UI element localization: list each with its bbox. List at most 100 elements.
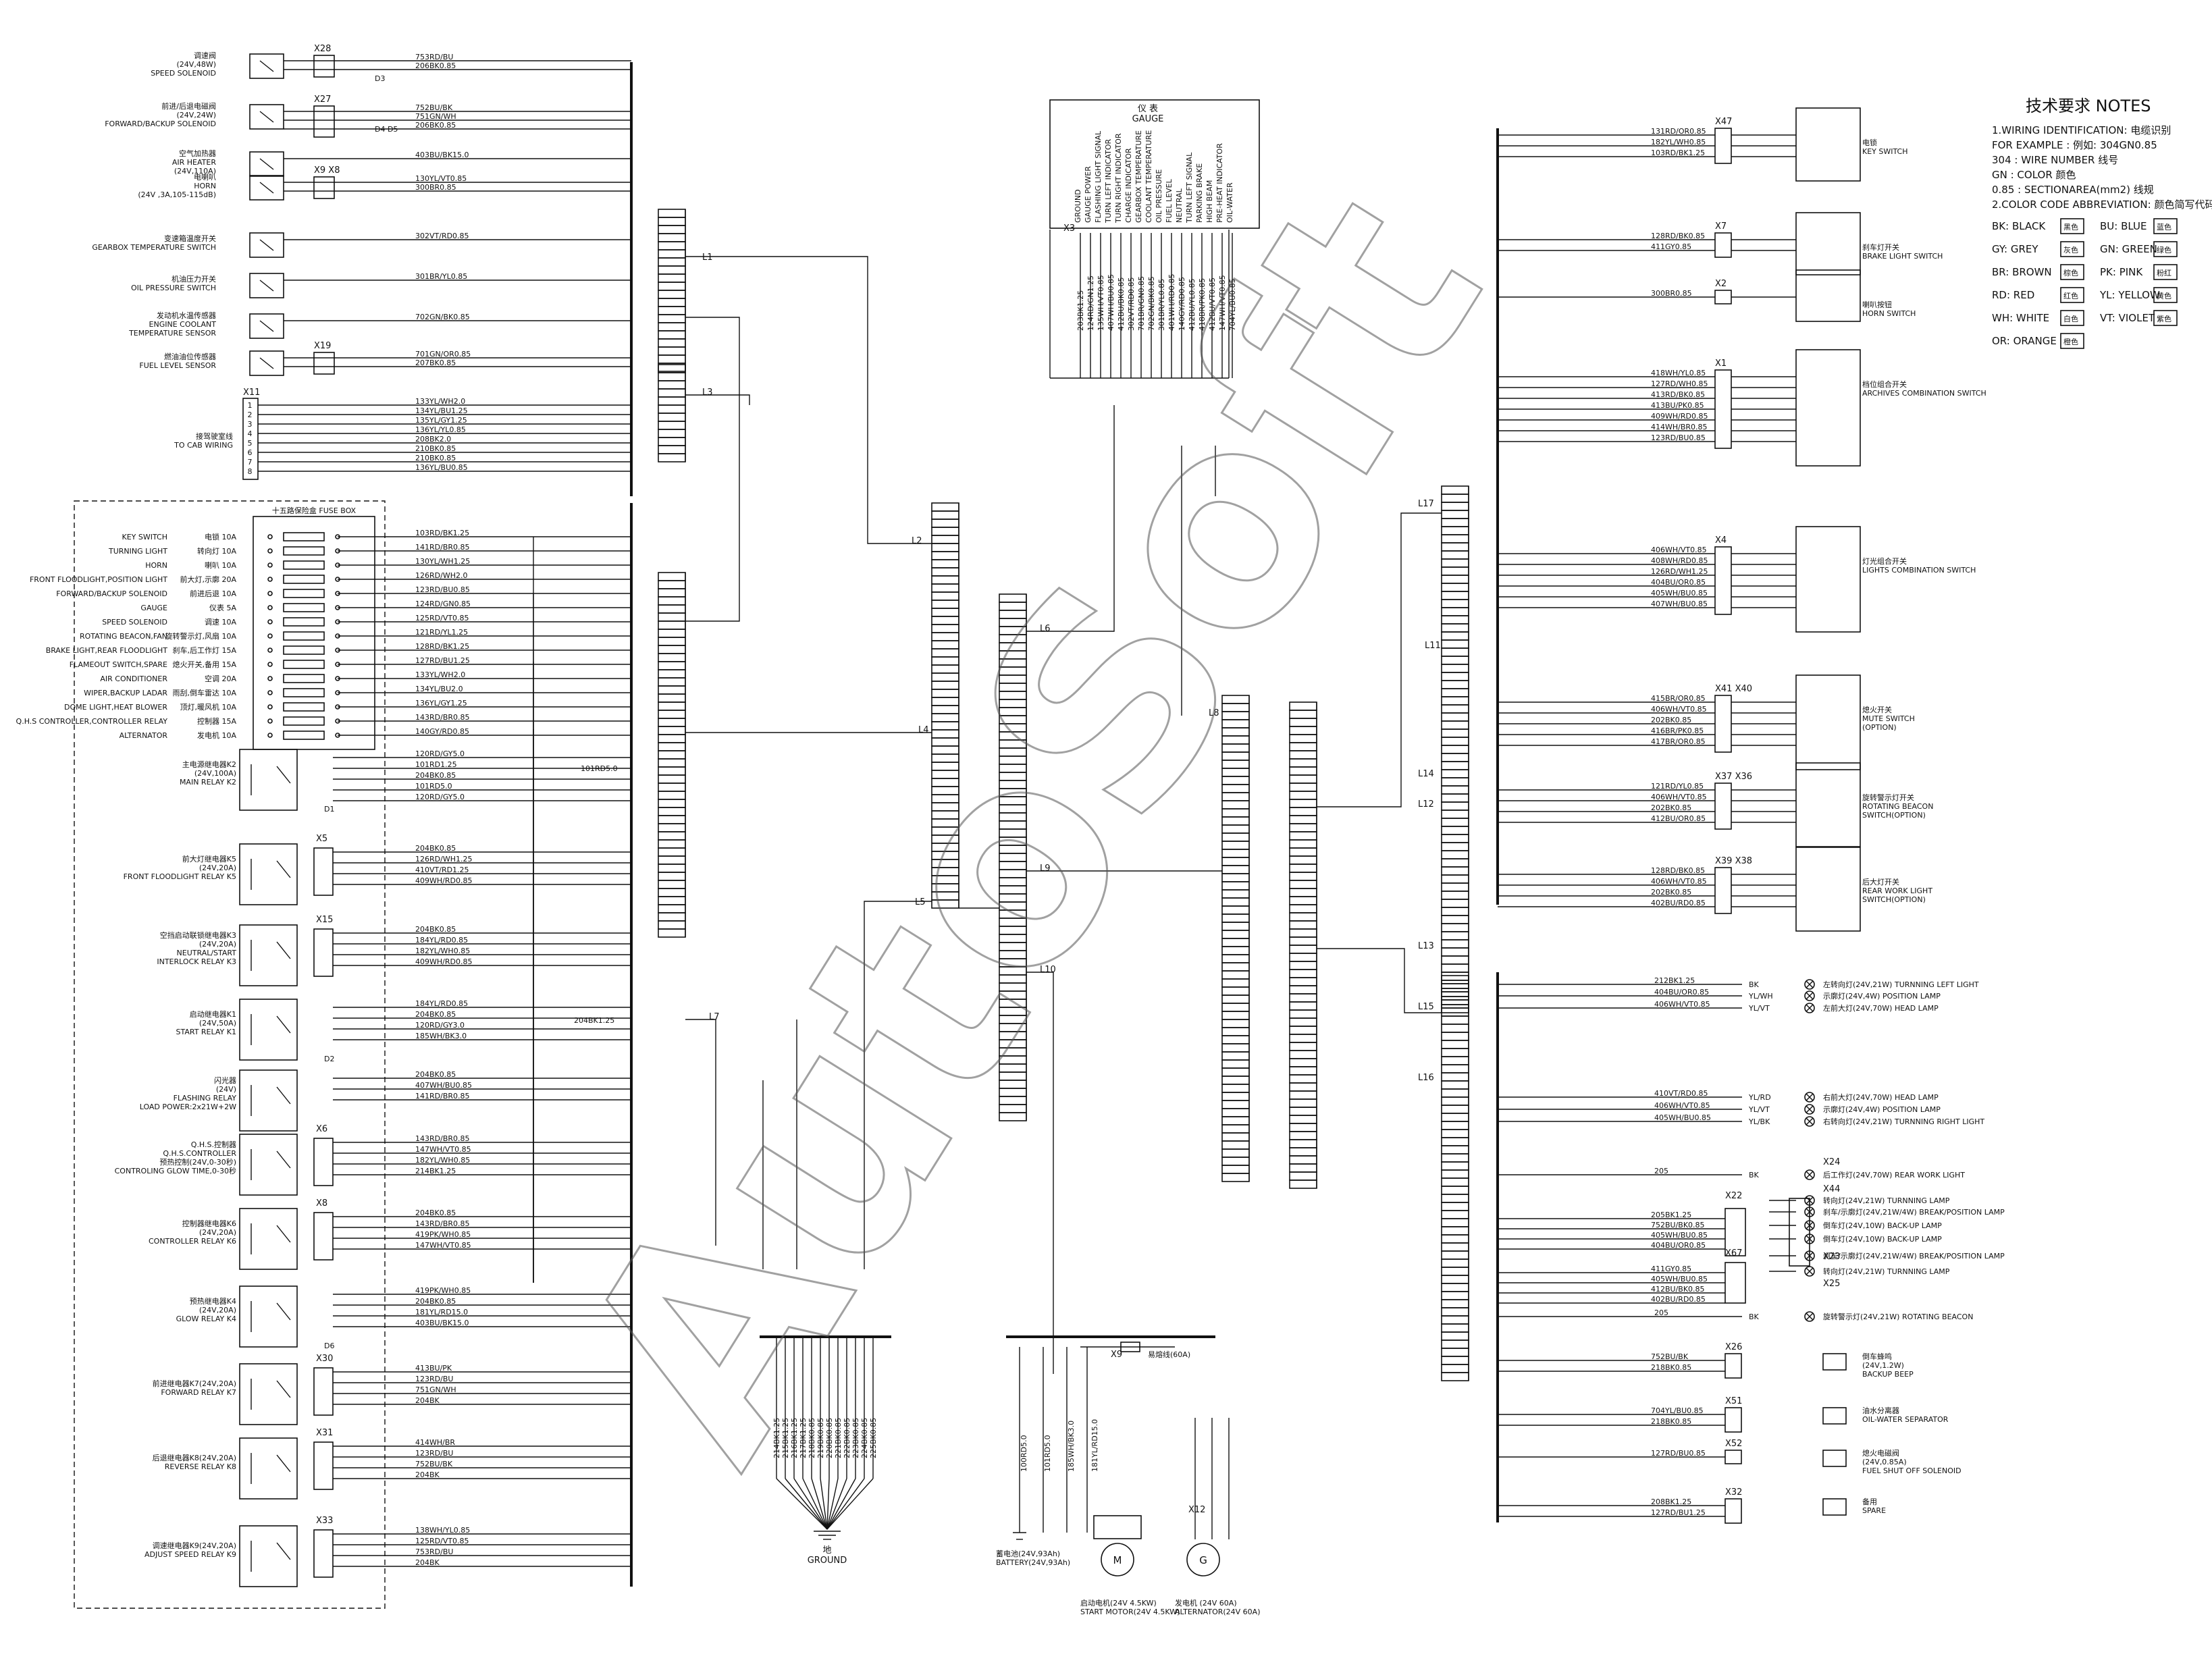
fuse-label: GAUGE: [140, 604, 167, 612]
relay-box: [239, 749, 298, 811]
terminal-cell: [1441, 1080, 1469, 1090]
terminal-cell: [1441, 1372, 1469, 1381]
connector-box: [313, 1367, 334, 1416]
wire-label: 417BR/OR0.85: [1651, 737, 1706, 746]
wire-label: 208BK2.0: [415, 435, 451, 444]
terminal-cell: [1221, 1140, 1250, 1150]
gauge-signal: TURN LEFT INDICATOR: [1104, 139, 1113, 223]
fuse-label: KEY SWITCH: [122, 533, 167, 541]
harness-label: L14: [1418, 769, 1434, 779]
terminal-cell: [1441, 1024, 1469, 1033]
lamp-label: 后工作灯(24V,70W) REAR WORK LIGHT: [1823, 1171, 1965, 1179]
connector-id: X2: [1715, 279, 1727, 289]
terminal-cell: [658, 742, 686, 751]
switch-symbol: [1795, 212, 1861, 275]
fuse-pin: [267, 733, 273, 738]
connector-box: [1724, 1407, 1742, 1433]
device-label: 熄火电磁阀(24V,0.85A)FUEL SHUT OFF SOLENOID: [1862, 1448, 1961, 1475]
terminal-cell: [1441, 575, 1469, 584]
gauge-signal: HIGH BEAM: [1205, 180, 1214, 223]
wire-label: 140GY/RD0.85: [1178, 277, 1186, 331]
wire-label: 135WH/VT0.85: [1097, 275, 1105, 331]
ground-converge: [793, 1478, 828, 1530]
wire-label: 204BK0.85: [415, 1209, 456, 1217]
wire-label: 131RD/OR0.85: [1651, 127, 1706, 136]
alternator: [1186, 1543, 1220, 1576]
terminal-cell: [1441, 785, 1469, 795]
fuse-label: TURNING LIGHT: [108, 547, 167, 556]
component-symbol-mark: [259, 182, 274, 194]
terminal-cell: [658, 783, 686, 792]
fuse-label: AIR CONDITIONER: [100, 674, 167, 683]
terminal-cell: [1289, 799, 1317, 808]
diode-label: D1: [324, 805, 334, 814]
notes-line: 0.85 : SECTIONAREA(mm2) 线规: [1992, 184, 2154, 196]
connector-box: [313, 55, 335, 78]
wire-label: 123RD/BU0.85: [1651, 433, 1706, 442]
fuse-pin: [267, 676, 273, 681]
starter-label: 启动电机(24V 4.5KW)START MOTOR(24V 4.5KW): [1080, 1598, 1180, 1616]
terminal-cell: [658, 701, 686, 711]
terminal-cell: [1221, 1100, 1250, 1109]
terminal-cell: [1221, 1092, 1250, 1101]
wire-label: 208BK1.25: [1651, 1497, 1691, 1506]
relay-contact: [276, 941, 291, 959]
terminal-cell: [1441, 923, 1469, 932]
terminal-cell: [1221, 1051, 1250, 1061]
wire-label: 702GN/BK0.85: [415, 313, 470, 321]
terminal-cell: [1221, 986, 1250, 996]
relay-label: 调速继电器K9(24V,20A)ADJUST SPEED RELAY K9: [144, 1541, 236, 1559]
wire-label: 206BK0.85: [415, 61, 456, 70]
terminal-cell: [1441, 1056, 1469, 1065]
wire-label: 120RD/GY3.0: [415, 1021, 465, 1030]
wire-label: 101RD1.25: [415, 760, 457, 769]
component-symbol-mark: [259, 239, 274, 251]
terminal-cell: [1289, 920, 1317, 930]
terminal-cell: [1289, 872, 1317, 881]
terminal-cell: [1289, 961, 1317, 970]
color-cn: 白色: [2063, 314, 2078, 323]
component-label: 调速阀(24V,48W)SPEED SOLENOID: [151, 51, 216, 78]
color-cn-box: [2060, 287, 2084, 303]
terminal-cell: [1221, 1148, 1250, 1158]
terminal-cell: [1441, 931, 1469, 940]
terminal-cell: [658, 807, 686, 816]
terminal-cell: [658, 823, 686, 832]
terminal-cell: [1289, 742, 1317, 751]
terminal-cell: [1441, 947, 1469, 957]
wire-label: 412BU/VT0.85: [1208, 277, 1217, 331]
terminal-cell: [1289, 904, 1317, 913]
fuse-label: ROTATING BEACON,FAN: [80, 632, 167, 641]
terminal-cell: [1441, 566, 1469, 576]
relay-contact: [276, 1302, 291, 1321]
terminal-cell: [1289, 734, 1317, 743]
terminal-cell: [1441, 615, 1469, 625]
gauge-signal: PARKING BRAKE: [1195, 163, 1204, 223]
wire-label: 210BK0.85: [415, 444, 456, 453]
relay-label: 控制器继电器K6(24V,20A)CONTROLLER RELAY K6: [149, 1219, 236, 1246]
connector-box: [313, 1212, 334, 1261]
terminal-cell: [1441, 769, 1469, 778]
terminal-cell: [1221, 1165, 1250, 1174]
terminal-cell: [1289, 1107, 1317, 1116]
color-cn-box: [2153, 310, 2178, 326]
component-symbol: [249, 313, 284, 339]
terminal-cell: [1441, 866, 1469, 876]
terminal-cell: [1441, 1315, 1469, 1325]
harness-route: [1317, 512, 1442, 807]
terminal-cell: [1441, 975, 1469, 984]
pin-number: 3: [248, 420, 253, 429]
connector-box: [313, 105, 335, 138]
fuse-element: [283, 631, 325, 641]
wire-label: 134YL/BU2.0: [415, 685, 463, 693]
relay-contact: [276, 1542, 291, 1560]
wire-label: 202BK0.85: [1651, 803, 1691, 812]
wire-label: 406WH/VT0.85: [1651, 705, 1707, 714]
color-cn-box: [2153, 241, 2178, 257]
harness-label: L2: [912, 536, 922, 546]
wire-label: 204BK0.85: [415, 1297, 456, 1306]
terminal-cell: [1221, 849, 1250, 858]
